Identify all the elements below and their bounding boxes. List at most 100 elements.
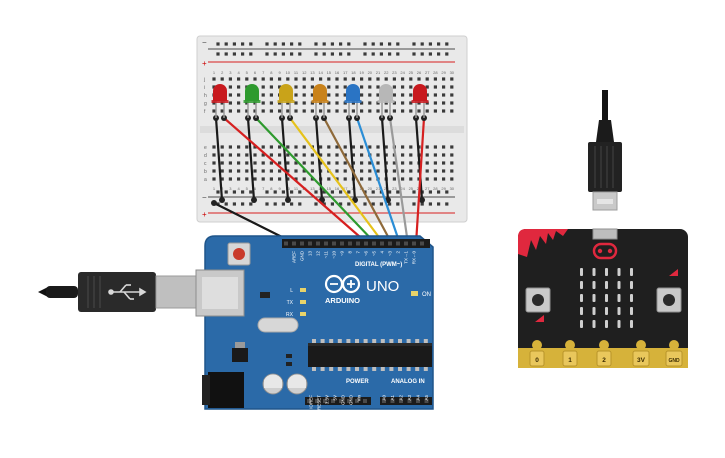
rail-hole[interactable] [330,202,334,206]
breadboard-hole[interactable] [425,145,429,149]
micro-usb-cable[interactable] [588,90,622,211]
microbit-button-a-cap[interactable] [532,294,544,306]
breadboard-hole[interactable] [433,109,437,113]
breadboard-hole[interactable] [278,153,282,157]
rail-hole[interactable] [273,52,277,56]
breadboard-hole[interactable] [425,77,429,81]
breadboard-hole[interactable] [269,101,273,105]
digital-header-hole[interactable] [380,241,384,246]
breadboard-hole[interactable] [294,85,298,89]
breadboard-hole[interactable] [294,77,298,81]
breadboard-hole[interactable] [442,169,446,173]
rail-hole[interactable] [241,190,245,194]
breadboard-hole[interactable] [450,153,454,157]
breadboard-hole[interactable] [401,177,405,181]
breadboard-hole[interactable] [392,93,396,97]
rail-hole[interactable] [445,190,449,194]
breadboard-hole[interactable] [409,153,413,157]
rail-hole[interactable] [249,42,253,46]
breadboard-hole[interactable] [425,169,429,173]
digital-header-hole[interactable] [300,241,304,246]
rail-hole[interactable] [412,42,416,46]
rail-hole[interactable] [396,52,400,56]
ground-wire[interactable] [380,116,390,202]
rail-hole[interactable] [420,52,424,56]
breadboard-hole[interactable] [269,85,273,89]
breadboard-hole[interactable] [253,109,257,113]
breadboard-hole[interactable] [261,145,265,149]
breadboard-hole[interactable] [261,85,265,89]
microbit-pad-3v[interactable]: 3V [632,340,650,367]
breadboard-hole[interactable] [327,145,331,149]
breadboard-hole[interactable] [368,109,372,113]
breadboard-hole[interactable] [450,93,454,97]
breadboard-hole[interactable] [286,169,290,173]
digital-header-hole[interactable] [356,241,360,246]
microbit-pad-body[interactable] [529,350,545,367]
breadboard-hole[interactable] [253,169,257,173]
breadboard-hole[interactable] [450,161,454,165]
analog-header-hole[interactable] [407,399,412,403]
breadboard-hole[interactable] [442,77,446,81]
rail-hole[interactable] [428,190,432,194]
breadboard-hole[interactable] [310,77,314,81]
breadboard-hole[interactable] [286,161,290,165]
breadboard-hole[interactable] [442,85,446,89]
signal-wire[interactable] [222,116,370,246]
breadboard-hole[interactable] [335,85,339,89]
breadboard-hole[interactable] [343,161,347,165]
breadboard-hole[interactable] [425,85,429,89]
breadboard-hole[interactable] [212,109,216,113]
rail-hole[interactable] [371,42,375,46]
breadboard-hole[interactable] [261,161,265,165]
breadboard-hole[interactable] [237,101,241,105]
breadboard-hole[interactable] [286,77,290,81]
rail-hole[interactable] [412,52,416,56]
breadboard-hole[interactable] [245,177,249,181]
digital-header-hole[interactable] [308,241,312,246]
breadboard-hole[interactable] [392,177,396,181]
rail-hole[interactable] [273,42,277,46]
breadboard-hole[interactable] [450,169,454,173]
breadboard-hole[interactable] [450,145,454,149]
breadboard-hole[interactable] [294,153,298,157]
rail-hole[interactable] [330,42,334,46]
rail-hole[interactable] [216,190,220,194]
breadboard-hole[interactable] [261,153,265,157]
breadboard-hole[interactable] [294,145,298,149]
breadboard-hole[interactable] [228,161,232,165]
breadboard-hole[interactable] [269,169,273,173]
breadboard-hole[interactable] [360,101,364,105]
breadboard-hole[interactable] [368,145,372,149]
rail-hole[interactable] [249,52,253,56]
analog-header-hole[interactable] [390,399,395,403]
digital-header-hole[interactable] [388,241,392,246]
breadboard-hole[interactable] [302,93,306,97]
breadboard-hole[interactable] [278,145,282,149]
breadboard-hole[interactable] [442,145,446,149]
rail-hole[interactable] [249,190,253,194]
rail-hole[interactable] [437,202,441,206]
breadboard-hole[interactable] [327,161,331,165]
breadboard-hole[interactable] [409,177,413,181]
breadboard-hole[interactable] [409,93,413,97]
breadboard-hole[interactable] [220,169,224,173]
breadboard-hole[interactable] [335,77,339,81]
rail-hole[interactable] [339,52,343,56]
rail-hole[interactable] [412,202,416,206]
power-header-hole[interactable] [323,399,327,403]
rail-hole[interactable] [379,202,383,206]
breadboard-hole[interactable] [237,85,241,89]
breadboard-hole[interactable] [335,161,339,165]
rail-hole[interactable] [420,202,424,206]
breadboard-hole[interactable] [278,177,282,181]
breadboard-hole[interactable] [278,109,282,113]
rail-hole[interactable] [322,42,326,46]
breadboard-hole[interactable] [269,177,273,181]
rail-hole[interactable] [339,202,343,206]
rail-hole[interactable] [428,42,432,46]
breadboard-hole[interactable] [368,161,372,165]
rail-hole[interactable] [290,52,294,56]
breadboard-hole[interactable] [237,153,241,157]
